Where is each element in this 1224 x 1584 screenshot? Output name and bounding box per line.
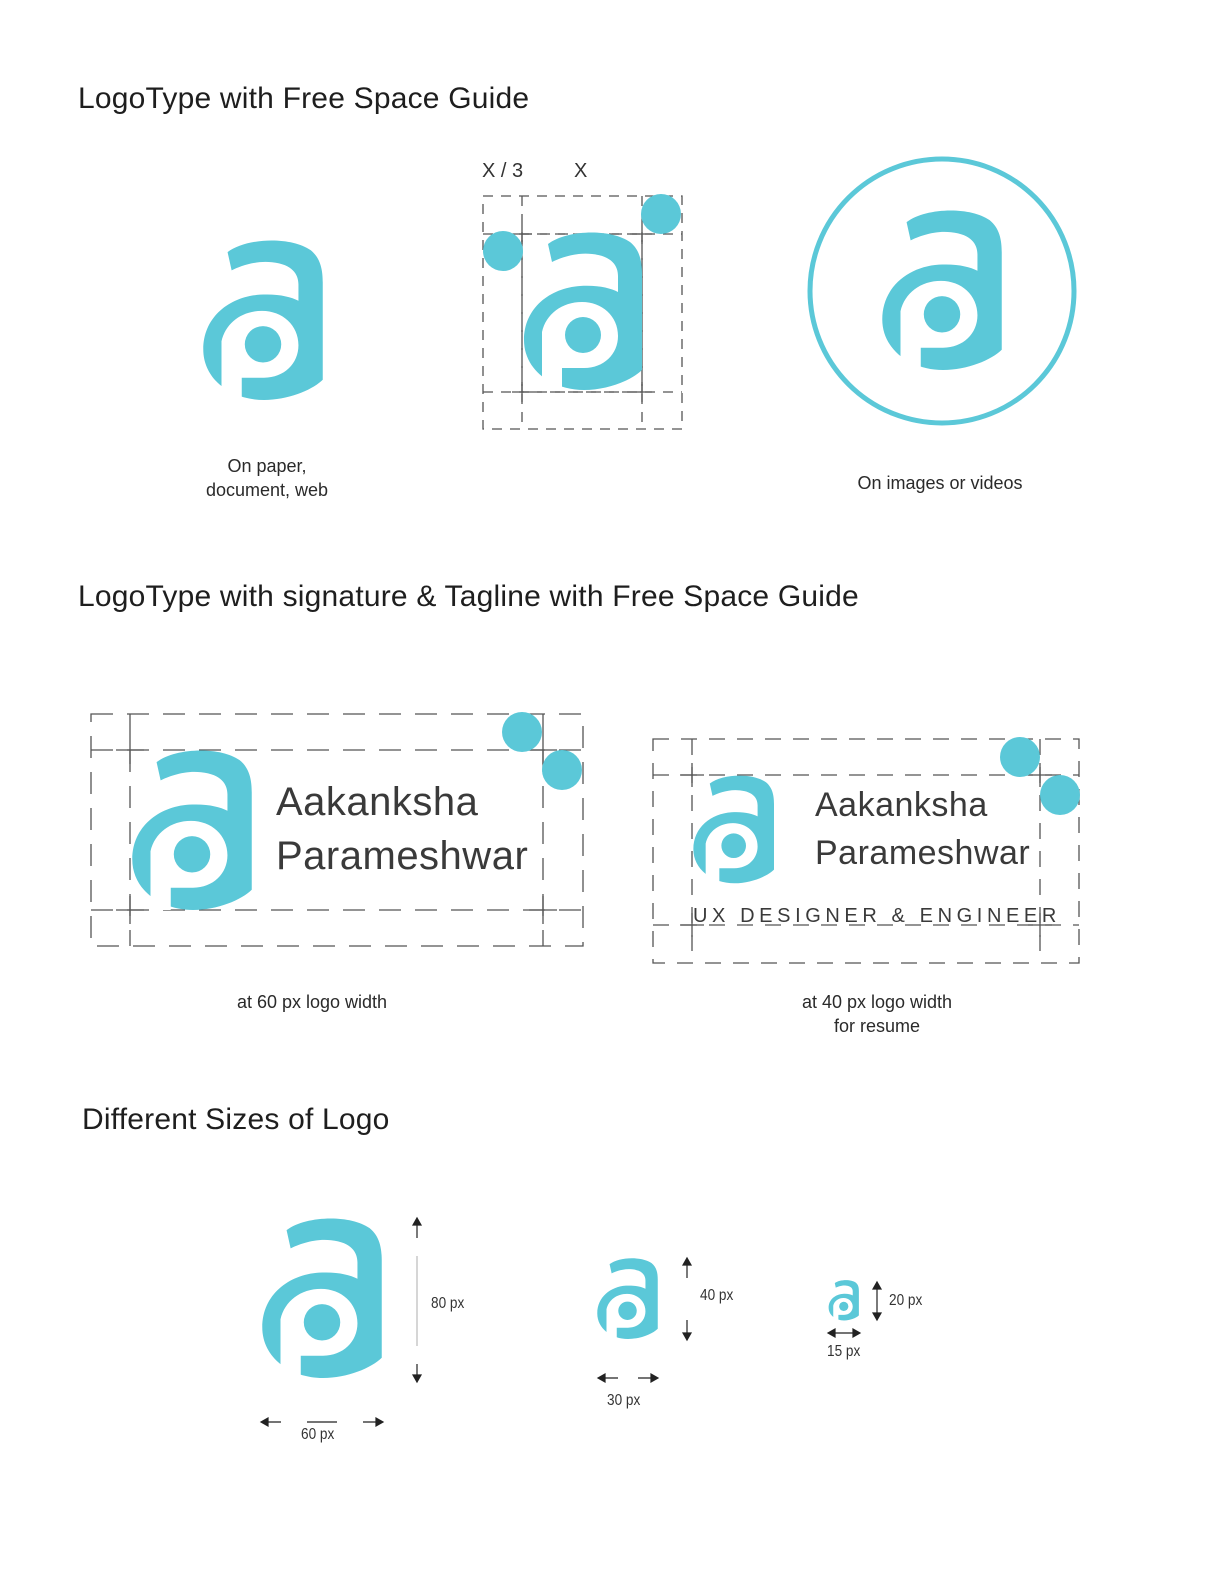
width-arrow-60	[259, 1416, 385, 1428]
signature-guide-40	[652, 737, 1080, 964]
label-x: X	[574, 160, 588, 182]
logo-paper	[203, 240, 323, 400]
logo-size-40	[597, 1258, 658, 1339]
label-20px: 20 px	[889, 1292, 923, 1309]
signature-name-line2-60: Parameshwar	[276, 834, 529, 878]
label-40px: 40 px	[700, 1287, 734, 1304]
logo-circle	[807, 156, 1077, 426]
height-arrow-80	[411, 1216, 423, 1384]
signature-name-line1-60: Aakanksha	[276, 780, 479, 824]
signature-name-line1-40: Aakanksha	[815, 786, 988, 824]
width-arrow-15	[826, 1327, 862, 1339]
caption-40px-line2: for resume	[833, 1016, 921, 1036]
section-title-free-space: LogoType with Free Space Guide	[78, 82, 530, 115]
caption-paper: On paper, document, web	[167, 454, 367, 502]
free-space-guide	[482, 194, 683, 430]
caption-40px-line1: at 40 px logo width	[801, 992, 953, 1012]
label-60px: 60 px	[301, 1426, 335, 1443]
label-15px: 15 px	[827, 1343, 861, 1360]
signature-guide-60	[90, 712, 584, 947]
caption-paper-line2: document, web	[205, 480, 329, 500]
tagline: UX DESIGNER & ENGINEER	[693, 905, 1061, 927]
caption-60px: at 60 px logo width	[236, 992, 388, 1012]
label-30px: 30 px	[607, 1392, 641, 1409]
label-80px: 80 px	[431, 1295, 465, 1312]
width-arrow-30	[596, 1372, 660, 1384]
logo-size-80	[262, 1218, 382, 1378]
logo-size-20	[828, 1280, 859, 1321]
height-arrow-20	[871, 1280, 883, 1322]
section-title-sizes: Different Sizes of Logo	[82, 1103, 390, 1136]
height-arrow-40	[681, 1256, 693, 1342]
caption-40px: at 40 px logo width for resume	[757, 990, 997, 1038]
signature-name-line2-40: Parameshwar	[815, 834, 1031, 872]
caption-paper-line1: On paper,	[227, 456, 307, 476]
section-title-signature: LogoType with signature & Tagline with F…	[78, 580, 859, 613]
caption-images: On images or videos	[857, 473, 1023, 493]
label-x-third: X / 3	[482, 160, 524, 182]
